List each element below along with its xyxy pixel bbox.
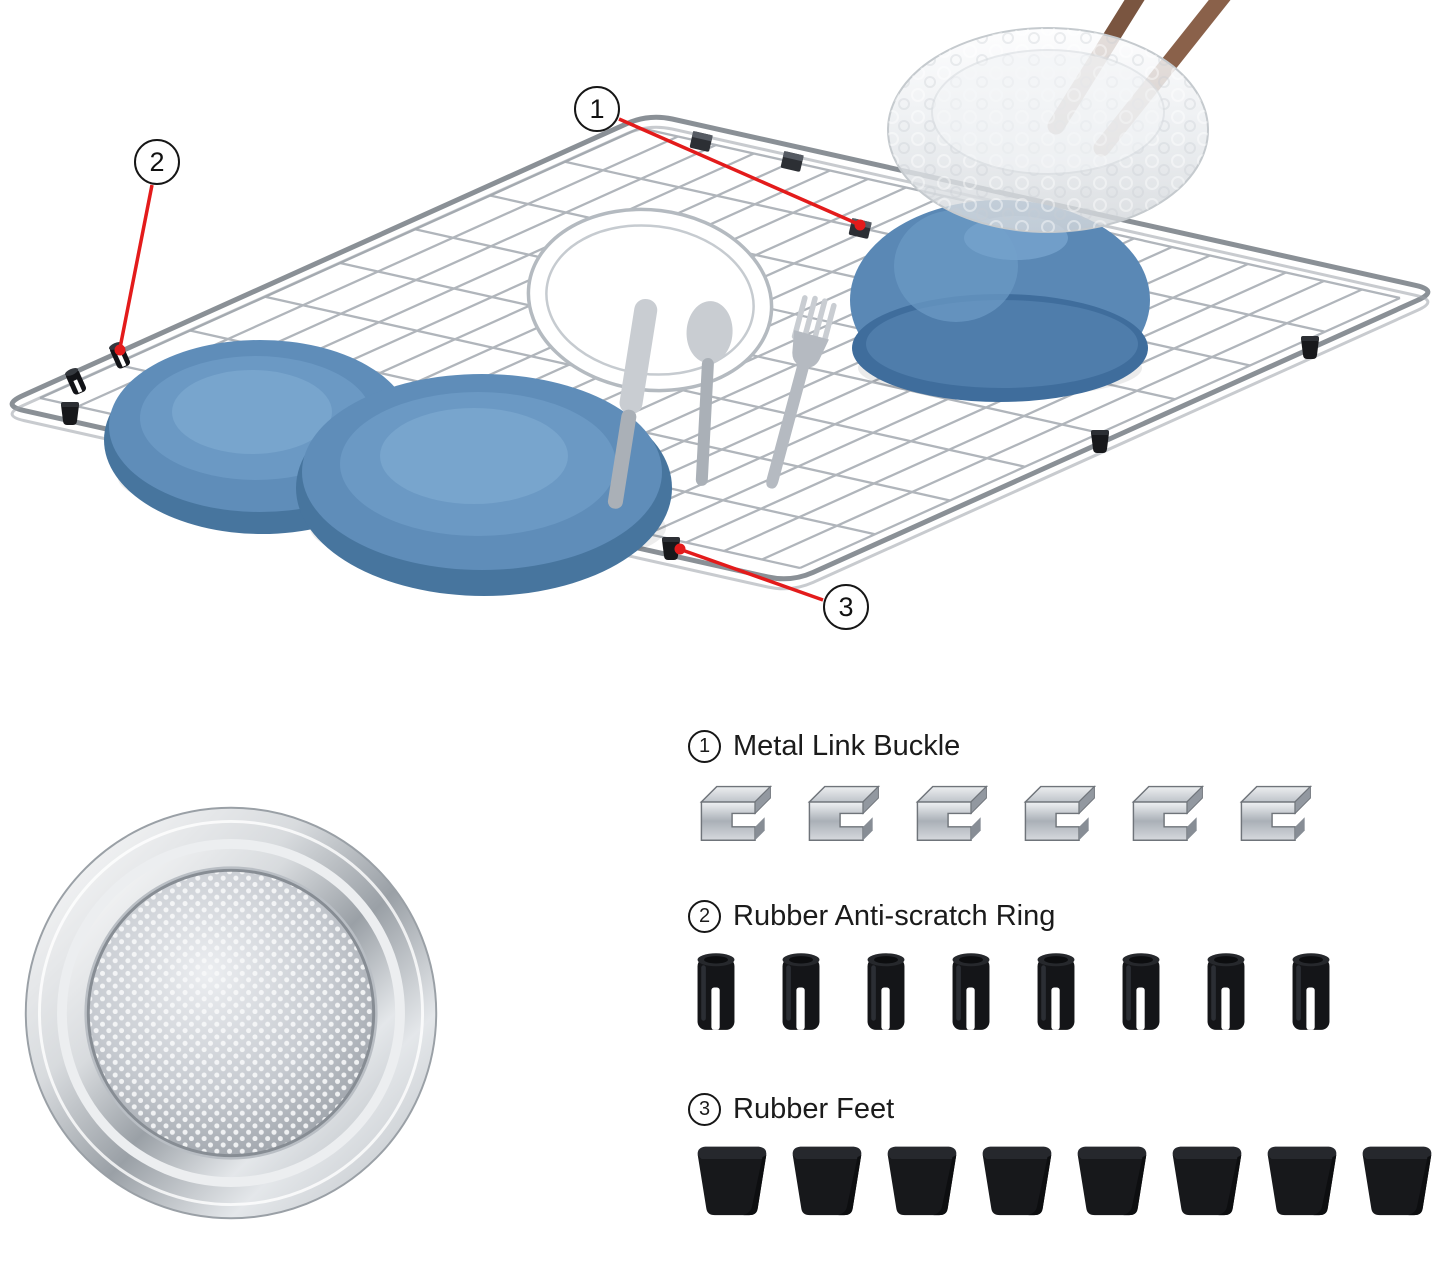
metal-buckle bbox=[689, 130, 713, 152]
parts-panel: 1 Metal Link Buckle 2 Rubber Anti-scratc… bbox=[688, 730, 1445, 1265]
buckle-icon bbox=[1228, 777, 1320, 846]
callout-3-line bbox=[681, 548, 824, 602]
callout-2-number: 2 bbox=[149, 146, 165, 177]
part-name-ring: Rubber Anti-scratch Ring bbox=[733, 900, 1056, 932]
callout-1-number: 1 bbox=[589, 93, 605, 124]
rubber-foot bbox=[1301, 336, 1319, 359]
part-label-feet: 3 Rubber Feet bbox=[688, 1093, 1445, 1126]
ring-icon bbox=[862, 947, 910, 1039]
foot-icon bbox=[878, 1140, 966, 1218]
strainer-mesh-holes bbox=[88, 870, 374, 1156]
ring-icon bbox=[1117, 947, 1165, 1039]
spoon-graphic bbox=[686, 301, 733, 486]
buckle-icon bbox=[904, 777, 996, 846]
ring-icon bbox=[1287, 947, 1335, 1039]
part-name-buckle: Metal Link Buckle bbox=[733, 730, 961, 762]
grid-frame bbox=[9, 114, 1431, 591]
ring-icon-row bbox=[688, 947, 1445, 1039]
callout-3-marker: 3 bbox=[823, 584, 869, 630]
buckle-icon bbox=[1012, 777, 1104, 846]
buckle-icon-row bbox=[688, 777, 1445, 846]
foot-icon bbox=[688, 1140, 776, 1218]
sink-strainer-image bbox=[24, 806, 438, 1220]
blue-bowl bbox=[850, 200, 1150, 402]
foot-icon bbox=[783, 1140, 871, 1218]
callout-3-number: 3 bbox=[838, 591, 854, 622]
metal-buckle bbox=[780, 150, 804, 172]
knife-graphic bbox=[607, 298, 658, 509]
rubber-foot bbox=[1091, 430, 1109, 453]
callout-2-line bbox=[118, 184, 154, 349]
buckle-icon bbox=[1120, 777, 1212, 846]
sink-grid-illustration bbox=[9, 0, 1431, 602]
foot-icon bbox=[973, 1140, 1061, 1218]
fork-graphic bbox=[766, 295, 837, 489]
foot-icon bbox=[1353, 1140, 1441, 1218]
callout-lines bbox=[114, 117, 866, 602]
ring-icon bbox=[1202, 947, 1250, 1039]
callout-3-dot bbox=[674, 543, 686, 555]
part-name-feet: Rubber Feet bbox=[733, 1093, 895, 1125]
feet-icon-row bbox=[688, 1140, 1445, 1218]
part-group-rubber-ring: 2 Rubber Anti-scratch Ring bbox=[688, 900, 1445, 1039]
buckle-icon bbox=[796, 777, 888, 846]
part-number-3: 3 bbox=[688, 1093, 721, 1126]
part-number-2: 2 bbox=[688, 900, 721, 933]
ring-icon bbox=[947, 947, 995, 1039]
callout-2-dot bbox=[114, 344, 126, 356]
callout-1-dot bbox=[854, 219, 866, 231]
rubber-foot bbox=[662, 537, 680, 560]
callout-1-line bbox=[618, 117, 859, 226]
part-number-1: 1 bbox=[688, 730, 721, 763]
part-label-buckle: 1 Metal Link Buckle bbox=[688, 730, 1445, 763]
blue-plate-front bbox=[296, 374, 672, 596]
ring-icon bbox=[1032, 947, 1080, 1039]
foot-icon bbox=[1163, 1140, 1251, 1218]
ring-icon bbox=[777, 947, 825, 1039]
part-group-rubber-feet: 3 Rubber Feet bbox=[688, 1093, 1445, 1218]
part-label-ring: 2 Rubber Anti-scratch Ring bbox=[688, 900, 1445, 933]
strainer-rim-highlight bbox=[37, 819, 425, 1207]
rubber-ring bbox=[65, 367, 86, 395]
callout-2-marker: 2 bbox=[134, 139, 180, 185]
rubber-foot bbox=[61, 402, 79, 425]
strainer-mesh-outline bbox=[86, 868, 376, 1158]
glass-bowl bbox=[887, 0, 1231, 233]
part-group-metal-link-buckle: 1 Metal Link Buckle bbox=[688, 730, 1445, 846]
buckle-icon bbox=[688, 777, 780, 846]
callout-1-marker: 1 bbox=[574, 86, 620, 132]
foot-icon bbox=[1258, 1140, 1346, 1218]
foot-icon bbox=[1068, 1140, 1156, 1218]
ring-icon bbox=[692, 947, 740, 1039]
